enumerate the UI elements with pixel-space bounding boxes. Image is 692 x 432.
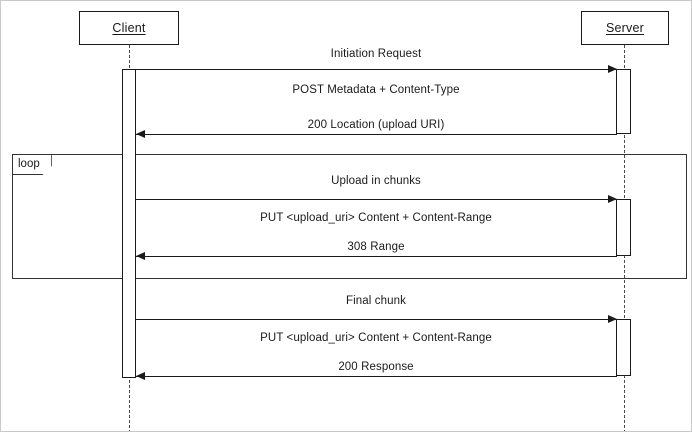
message-arrowhead-put-chunk <box>608 194 617 203</box>
message-label-put-chunk: PUT <upload_uri> Content + Content-Range <box>260 212 492 224</box>
activation-bar-server-final <box>616 319 631 376</box>
loop-fragment-operator-tab: loop <box>13 155 52 175</box>
message-arrowhead-200-response <box>136 371 145 380</box>
loop-fragment-operator-label: loop <box>18 157 40 170</box>
message-arrowhead-308-range <box>136 251 145 260</box>
message-line-put-final-chunk <box>136 319 617 320</box>
message-line-308-range <box>136 256 617 257</box>
participant-label-client: Client <box>112 21 146 35</box>
message-line-200-location <box>136 134 617 135</box>
activation-bar-client <box>122 69 136 378</box>
message-line-post-metadata <box>136 69 617 70</box>
message-label-final-chunk: Final chunk <box>346 295 406 307</box>
message-label-200-location: 200 Location (upload URI) <box>307 119 445 131</box>
message-line-put-chunk <box>136 199 617 200</box>
message-label-put-final-chunk: PUT <upload_uri> Content + Content-Range <box>260 332 492 344</box>
loop-fragment: loop <box>12 154 687 279</box>
activation-bar-server-chunk <box>616 199 631 256</box>
message-label-post-metadata: POST Metadata + Content-Type <box>292 84 460 96</box>
message-label-upload-in-chunks: Upload in chunks <box>331 175 421 187</box>
message-label-initiation-request: Initiation Request <box>330 48 422 60</box>
message-arrowhead-post-metadata <box>608 64 617 73</box>
message-label-200-response: 200 Response <box>338 361 414 373</box>
message-line-200-response <box>136 376 617 377</box>
participant-box-server[interactable]: Server <box>581 11 669 45</box>
message-label-308-range: 308 Range <box>347 241 405 253</box>
participant-label-server: Server <box>605 21 645 35</box>
activation-bar-server-initiation <box>616 69 631 134</box>
message-arrowhead-put-final-chunk <box>608 314 617 323</box>
message-arrowhead-200-location <box>136 129 145 138</box>
participant-box-client[interactable]: Client <box>79 11 179 45</box>
